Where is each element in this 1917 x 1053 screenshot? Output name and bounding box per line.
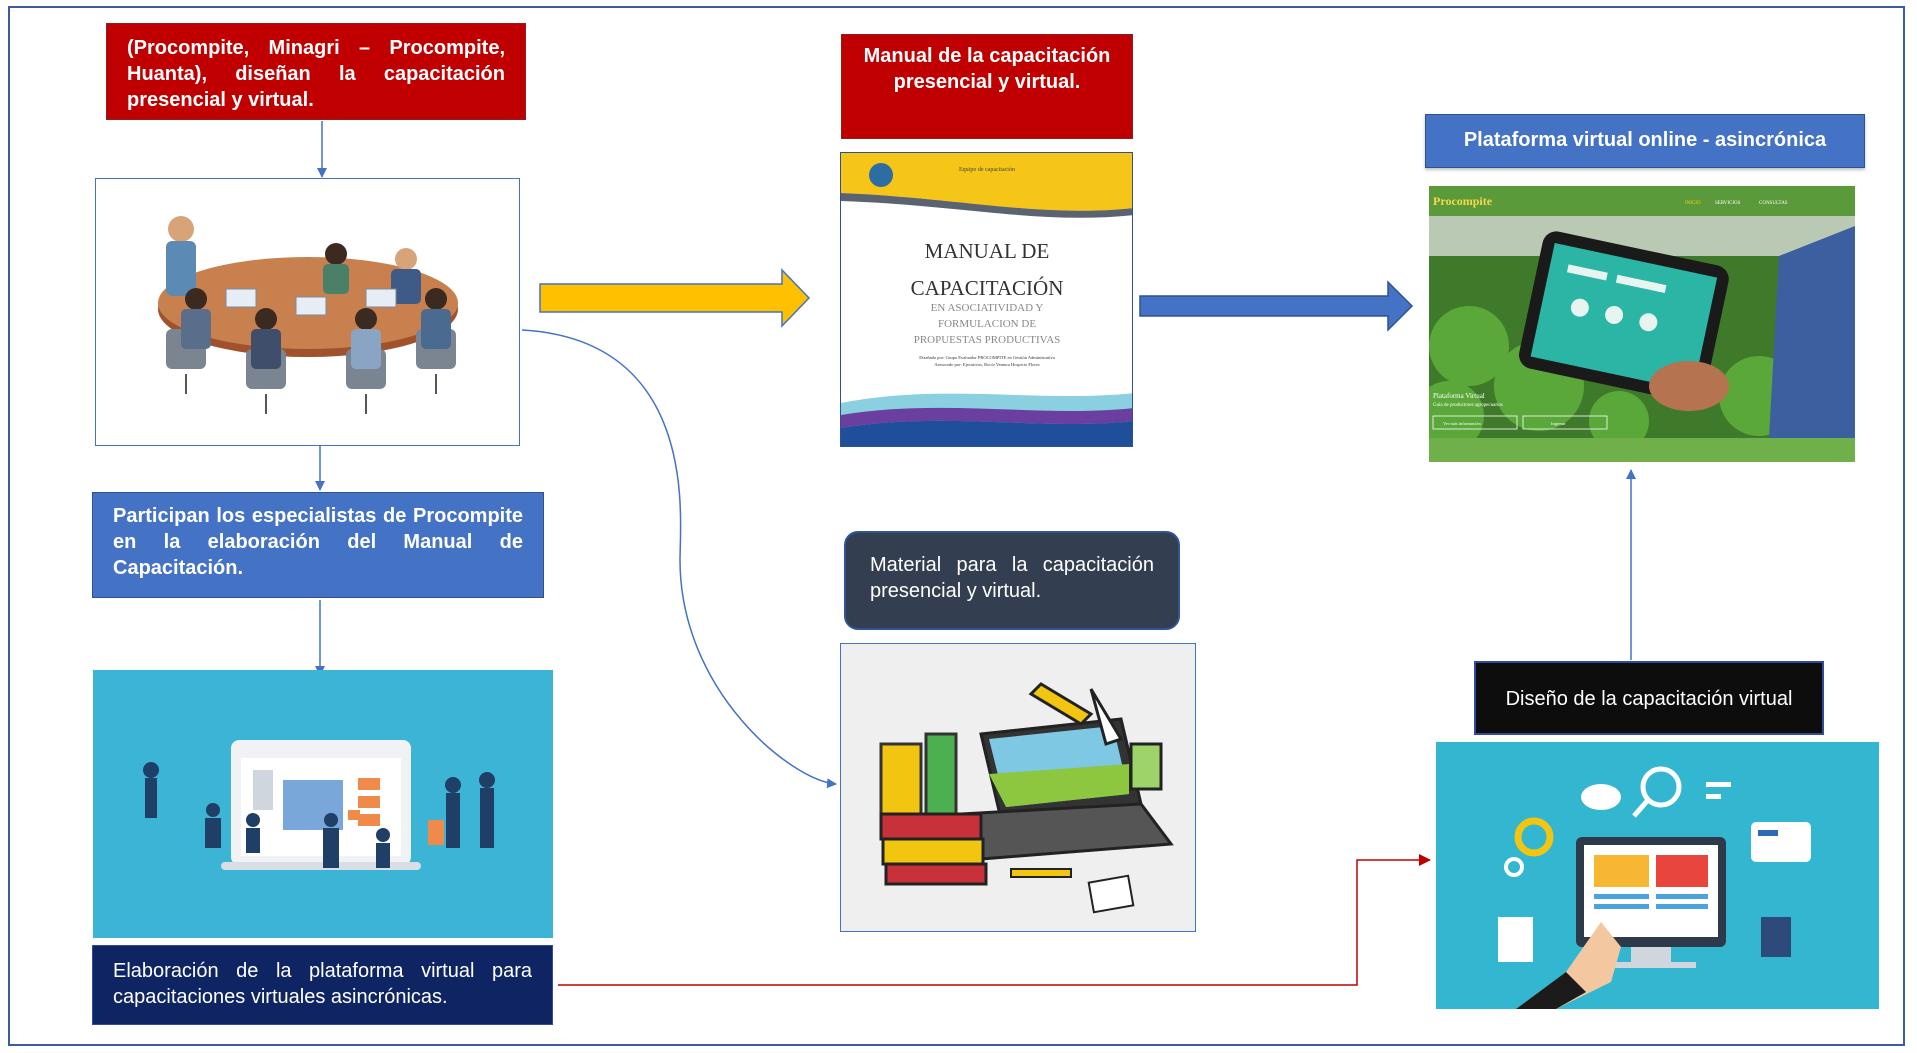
specialists-text: Participan los especialistas de Procompi… <box>113 505 523 579</box>
manual-cover-sub1: EN ASOCIATIVIDAD Y <box>931 302 1044 314</box>
material-box: Material para la capacitación presencial… <box>844 531 1180 630</box>
connector-meeting-to-material <box>521 329 837 789</box>
design-team-box: (Procompite, Minagri – Procompite, Huant… <box>106 23 526 120</box>
meeting-illustration <box>95 178 520 446</box>
website-hero-title: Plataforma Virtual <box>1433 392 1485 400</box>
manual-cover-sub3: PROPUESTAS PRODUCTIVAS <box>914 334 1061 346</box>
virtual-design-illustration <box>1436 742 1879 1009</box>
manual-cover-top-text: Equipo de capacitación <box>959 167 1015 173</box>
website-btn-2: Ingresar <box>1551 421 1566 426</box>
website-nav-3: CONSULTAS <box>1759 201 1788 206</box>
manual-cover-credit1: Diseñado por: Grupo Evaluador PROCOMPITE… <box>919 355 1055 360</box>
manual-title-box: Manual de la capacitación presencial y v… <box>841 34 1133 139</box>
blue-arrow <box>1139 280 1414 332</box>
manual-cover-title2: CAPACITACIÓN <box>911 276 1064 300</box>
online-platform-text: Plataforma virtual online - asincrónica <box>1463 129 1827 151</box>
online-platform-box: Plataforma virtual online - asincrónica <box>1425 114 1865 168</box>
manual-cover-sub2: FORMULACION DE <box>938 318 1036 330</box>
yellow-arrow <box>539 268 811 328</box>
manual-cover: Equipo de capacitación MANUAL DE CAPACIT… <box>840 152 1133 447</box>
website-brand: Procompite <box>1433 194 1493 208</box>
website-btn-1: Ver más información <box>1443 421 1481 426</box>
manual-title-text: Manual de la capacitación presencial y v… <box>863 45 1111 93</box>
website-nav-1: INICIO <box>1685 201 1701 206</box>
website-nav-2: SERVICIOS <box>1715 201 1741 206</box>
elearning-illustration <box>93 670 553 938</box>
platform-website-screenshot: Procompite INICIO SERVICIOS CONSULTAS Pl… <box>1429 186 1855 462</box>
specialists-box: Participan los especialistas de Procompi… <box>92 492 544 598</box>
manual-cover-title1: MANUAL DE <box>925 239 1050 263</box>
virtual-design-box: Diseño de la capacitación virtual <box>1474 661 1824 735</box>
school-supplies-illustration <box>840 643 1196 932</box>
material-text: Material para la capacitación presencial… <box>870 554 1154 602</box>
diagram-frame <box>8 6 1905 1046</box>
design-team-text: (Procompite, Minagri – Procompite, Huant… <box>127 37 505 111</box>
website-hero-subtitle: Guía de productores agropecuarios <box>1433 403 1503 408</box>
connector-platform-build-to-virtual-design <box>558 854 1431 986</box>
platform-build-text: Elaboración de la plataforma virtual par… <box>113 960 532 1008</box>
manual-cover-credit2: Asesorado por: Ejecutivos, Rocío Ventura… <box>934 362 1040 368</box>
virtual-design-text: Diseño de la capacitación virtual <box>1505 688 1793 710</box>
platform-build-box: Elaboración de la plataforma virtual par… <box>92 945 553 1025</box>
